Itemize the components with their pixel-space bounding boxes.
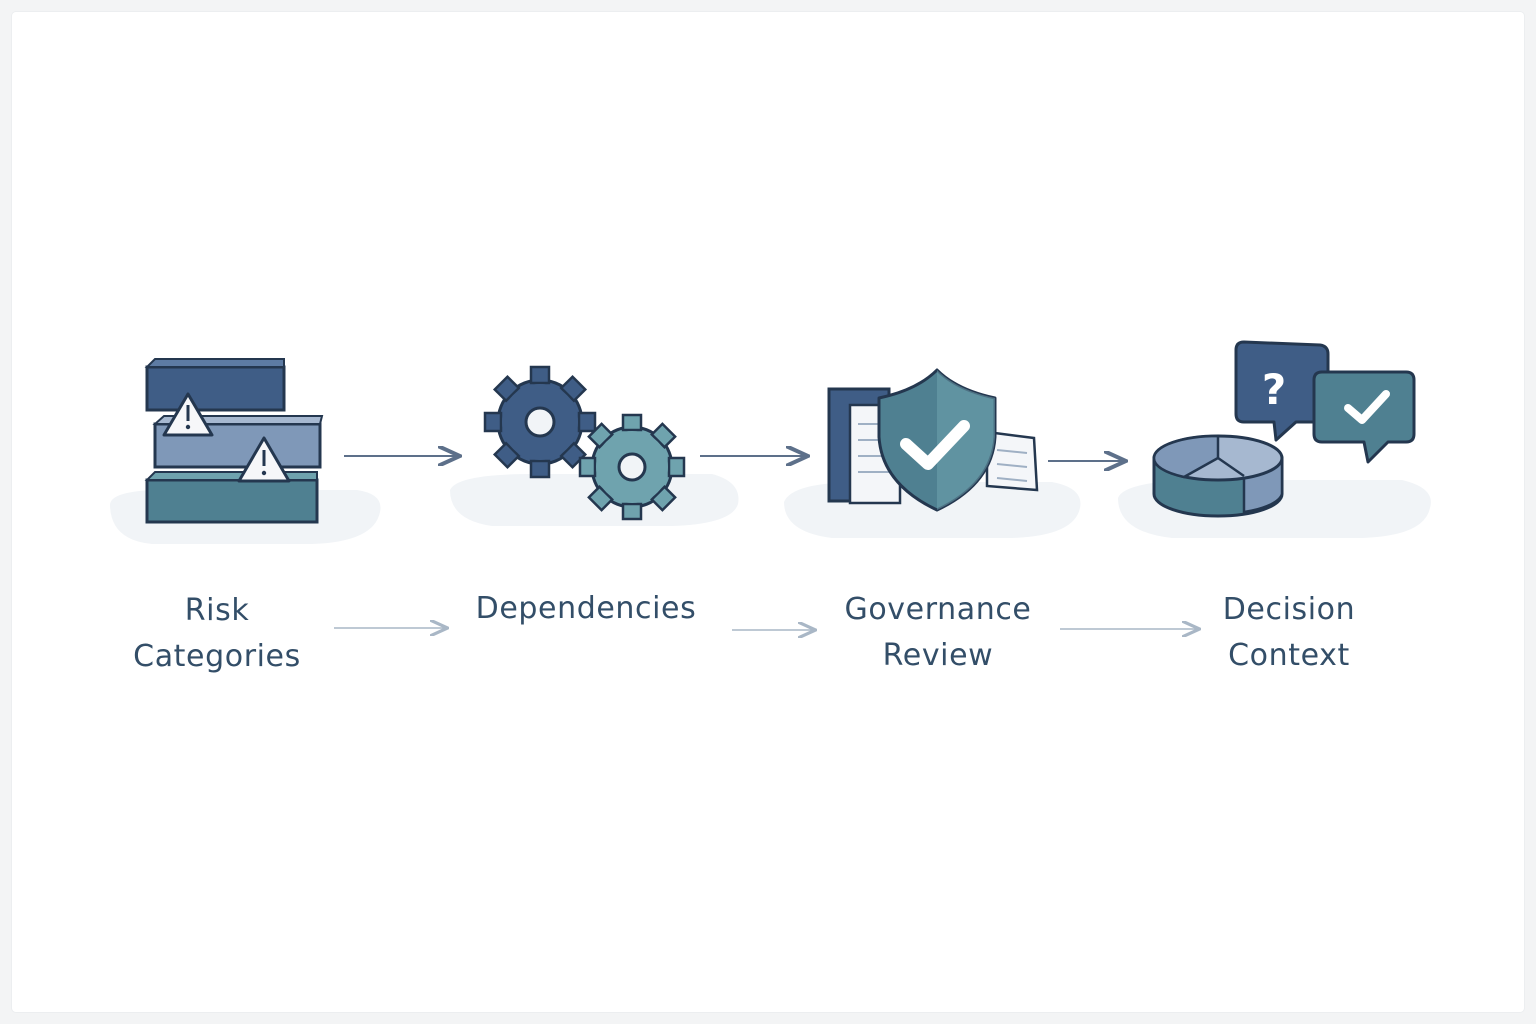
stacked-blocks-warning-icon [110,358,381,544]
gears-icon [450,365,739,526]
shield-check-icon [784,368,1081,538]
svg-text:?: ? [1262,365,1286,414]
step-label-dependencies: Dependencies [475,591,697,626]
step-label-governance-review: Governance Review [844,592,1032,673]
step-label-decision-context: Decision Context [1222,592,1356,673]
pie-chart-speech-bubbles-icon: ? [1118,340,1431,538]
diagram-canvas: ? Risk Categories Dependencies Governanc… [12,12,1524,1012]
diagram-graphics: ? [110,340,1431,1012]
step-label-risk-categories: Risk Categories [133,593,301,674]
